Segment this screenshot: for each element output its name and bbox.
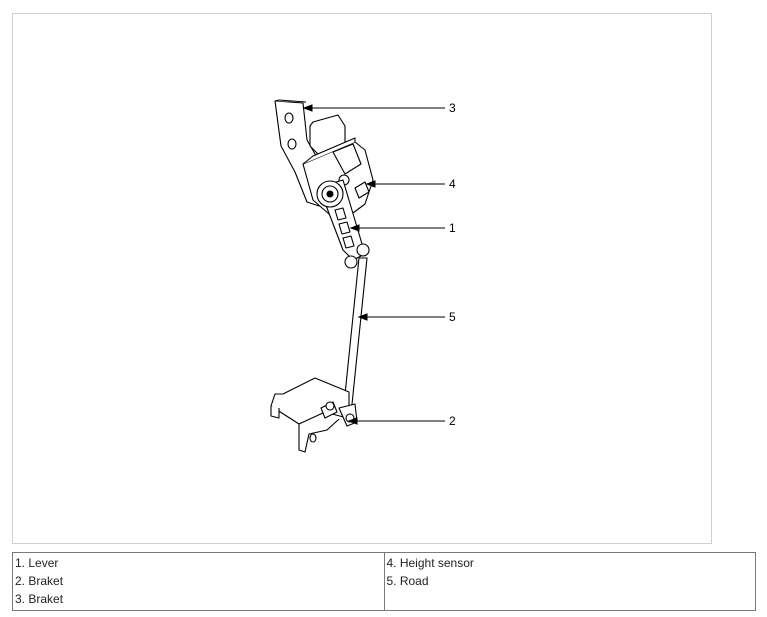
parts-legend-table: 1. Lever 2. Braket 3. Braket 4. Height s… (12, 552, 756, 611)
figure-frame: 3 4 1 5 2 (12, 13, 712, 544)
legend-item: 3. Braket (15, 592, 64, 606)
callout-5: 5 (449, 310, 456, 324)
table-row: 1. Lever 2. Braket 3. Braket 4. Height s… (12, 552, 756, 611)
lower-bracket-drawing (270, 377, 358, 453)
callout-3: 3 (449, 101, 456, 115)
legend-item: 5. Road (386, 574, 429, 588)
legend-right-column: 4. Height sensor 5. Road (383, 552, 756, 611)
legend-item: 2. Braket (15, 574, 64, 588)
height-sensor-illustration: 3 4 1 5 2 (270, 99, 456, 453)
legend-item: 4. Height sensor (386, 556, 474, 570)
callout-1: 1 (449, 221, 456, 235)
legend-left-column: 1. Lever 2. Braket 3. Braket (12, 552, 385, 611)
callout-2: 2 (449, 414, 456, 428)
legend-item: 1. Lever (15, 556, 59, 570)
callout-4: 4 (449, 177, 456, 191)
lever-drawing (316, 179, 370, 269)
